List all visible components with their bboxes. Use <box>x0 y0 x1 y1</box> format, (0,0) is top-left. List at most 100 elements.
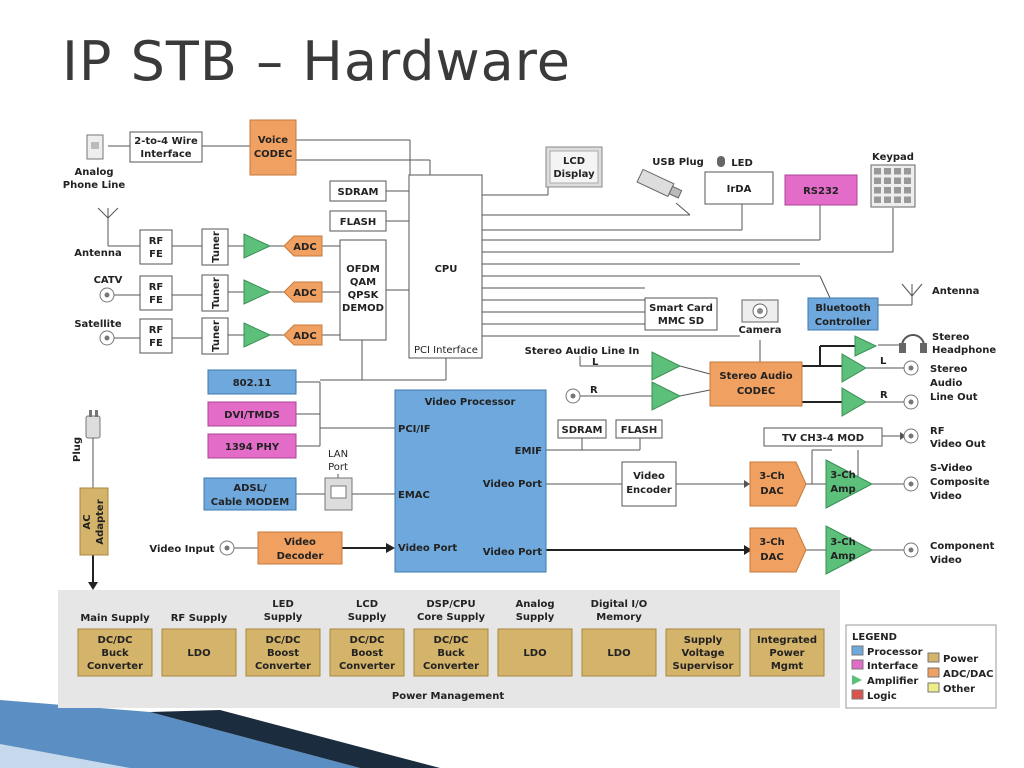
keypad-key-icon <box>874 196 881 203</box>
dac-1-label-2: DAC <box>760 486 783 497</box>
voice-codec-label: Voice <box>258 135 288 146</box>
component-video-label-2: Video <box>930 555 962 566</box>
power-supply-box-label: DC/DC <box>98 635 133 646</box>
vp-sdram-label: SDRAM <box>562 425 603 436</box>
keypad-key-icon <box>874 168 881 175</box>
smart-card-box <box>644 297 718 331</box>
adc-label: ADC <box>293 288 316 299</box>
rf-label: RF <box>149 282 164 293</box>
rf-amplifier-icon <box>243 233 272 259</box>
ac-adapter-label: AC <box>82 514 93 529</box>
power-plug-icon <box>85 410 101 462</box>
connection-lines <box>88 139 913 590</box>
power-supply-box-label: Converter <box>339 661 395 672</box>
phy-1394-box <box>207 433 297 459</box>
power-supply-box-label: Supervisor <box>673 661 734 672</box>
power-supply-box-label: Buck <box>101 648 129 659</box>
stereo-audio-codec-box <box>709 361 803 407</box>
rs232-label: RS232 <box>803 186 839 197</box>
power-supply-box-label: DC/DC <box>266 635 301 646</box>
led-label: LED <box>731 158 753 169</box>
demod-box <box>339 239 387 341</box>
cpu-box <box>408 174 483 359</box>
rf-out-label-2: Video Out <box>930 439 986 450</box>
camera-icon <box>741 299 779 323</box>
power-supply-box <box>329 628 405 677</box>
rf-fe-box <box>139 275 173 311</box>
tuner-label: Tuner <box>211 320 222 352</box>
wire-interface-box <box>129 131 203 163</box>
legend-label: Amplifier <box>867 676 918 687</box>
power-supply-header: Digital I/O <box>591 599 648 610</box>
power-management-label: Power Management <box>392 691 504 702</box>
decor-stripe-light <box>0 744 130 768</box>
wifi-80211-box <box>207 369 297 395</box>
power-supply-box <box>665 628 741 677</box>
voice-codec-box <box>249 119 297 176</box>
vp-flash-box <box>615 419 663 439</box>
adc-label: ADC <box>293 331 316 342</box>
plug-label: Plug <box>72 437 83 462</box>
legend-swatch <box>927 652 940 663</box>
legend-swatch <box>851 659 864 670</box>
power-supply-box-label: DC/DC <box>434 635 469 646</box>
power-supply-box <box>749 628 825 677</box>
legend-swatch <box>851 689 864 700</box>
ac-adapter-label-2: Adapter <box>95 499 106 544</box>
line-out-l-amplifier-icon <box>841 353 867 383</box>
power-supply-box-label: Converter <box>423 661 479 672</box>
line-out-r-label: R <box>880 390 888 401</box>
video-encoder-label: Video <box>633 471 665 482</box>
power-supply-box <box>161 628 237 677</box>
power-supply-header: Memory <box>596 612 642 623</box>
dvi-tmds-label: DVI/TMDS <box>224 410 280 421</box>
smart-card-label-2: MMC SD <box>658 316 704 327</box>
analog-phone-line-label: Analog <box>74 167 113 178</box>
stereo-line-out-label: Stereo <box>930 364 967 375</box>
adc-box <box>283 235 323 257</box>
voice-codec-label-2: CODEC <box>254 149 292 160</box>
tuner-label: Tuner <box>211 231 222 263</box>
legend-swatch <box>851 645 864 656</box>
dac-2-box <box>749 527 807 573</box>
lan-port-icon <box>324 477 353 511</box>
power-supply-header: LCD <box>356 599 378 610</box>
legend-label: Interface <box>867 661 918 672</box>
rs232-box <box>784 174 858 206</box>
video-port-label-1: Video Port <box>483 479 542 490</box>
amp-1-label: 3-Ch <box>830 470 856 481</box>
legend-label: Power <box>943 654 978 665</box>
power-supply-box-label: Voltage <box>682 648 725 659</box>
keypad-key-icon <box>884 177 891 184</box>
keypad-icon <box>870 164 916 208</box>
power-supply-box-label: Boost <box>267 648 299 659</box>
amp-2-label: 3-Ch <box>830 537 856 548</box>
video-decoder-label-2: Decoder <box>277 551 324 562</box>
legend-swatch <box>927 682 940 693</box>
emac-label: EMAC <box>398 490 430 501</box>
adsl-modem-box <box>203 477 297 511</box>
video-port-label-3: Video Port <box>483 547 542 558</box>
wire-interface-label: 2-to-4 Wire <box>134 136 198 147</box>
irda-box <box>704 171 774 205</box>
bluetooth-label-2: Controller <box>815 317 872 328</box>
line-in-l-amplifier-icon <box>651 351 682 381</box>
headphone-amplifier-icon <box>854 335 878 357</box>
keypad-key-icon <box>894 196 901 203</box>
rf-amplifier-icon <box>243 279 272 305</box>
power-supply-box-label: Boost <box>351 648 383 659</box>
power-supply-box <box>77 628 153 677</box>
tuner-box <box>201 317 229 355</box>
legend-items: ProcessorInterfaceAmplifierLogicPowerADC… <box>851 645 993 702</box>
adsl-modem-label-2: Cable MODEM <box>211 497 290 508</box>
lcd-display-label: LCD <box>563 156 585 167</box>
video-encoder-box <box>621 461 677 507</box>
tuner-label: Tuner <box>211 277 222 309</box>
amp-2-icon <box>825 525 874 575</box>
decor-stripe-blue <box>0 700 360 768</box>
cpu-label: CPU <box>435 264 458 275</box>
video-input-label: Video Input <box>149 544 214 555</box>
power-supply-box-label: Integrated <box>757 635 817 646</box>
stereo-line-in-label: Stereo Audio Line In <box>525 346 640 357</box>
